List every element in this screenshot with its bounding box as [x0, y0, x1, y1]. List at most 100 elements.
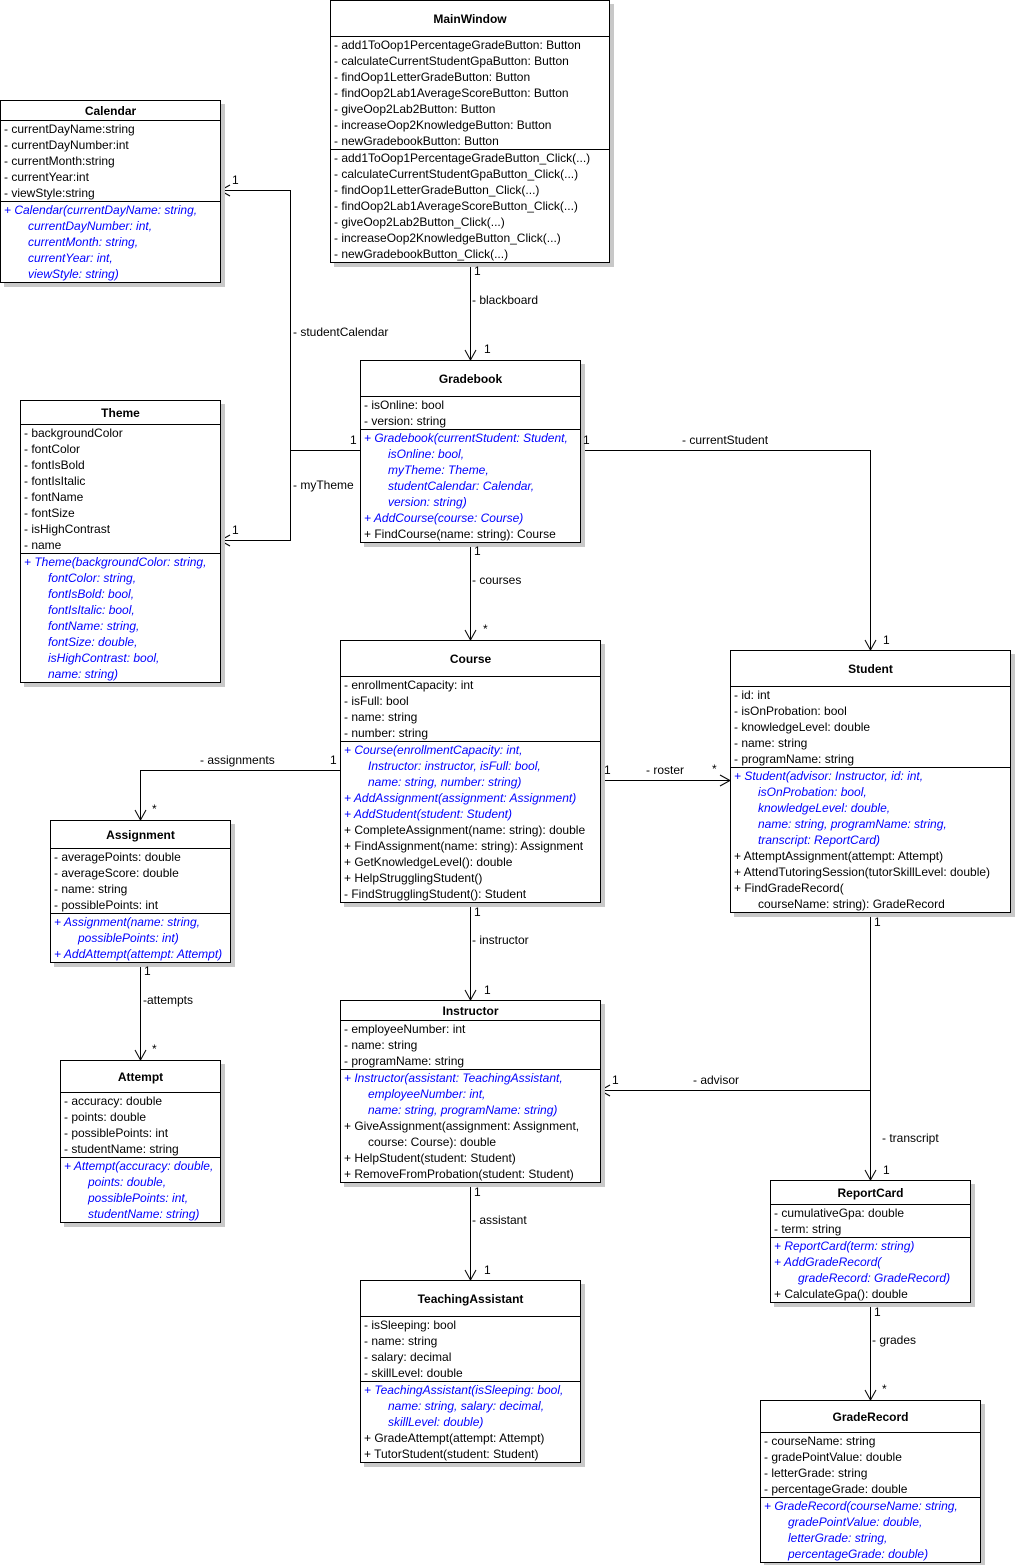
attribute: - name: string: [734, 736, 808, 750]
class-teachingassistant: TeachingAssistant- isSleeping: bool- nam…: [360, 1280, 581, 1463]
attribute: - isSleeping: bool: [364, 1318, 457, 1332]
method: version: string): [388, 495, 467, 509]
method: letterGrade: string,: [788, 1531, 888, 1545]
method: + AddAssignment(assignment: Assignment): [344, 791, 577, 805]
role-label: - courses: [472, 573, 522, 587]
method: + Gradebook(currentStudent: Student,: [364, 431, 568, 445]
method: name: string, number: string): [368, 775, 522, 789]
method: currentYear: int,: [28, 251, 113, 265]
attributes-section: - backgroundColor- fontColor- fontIsBold…: [21, 425, 220, 554]
method: - giveOop2Lab2Button_Click(...): [334, 215, 505, 229]
methods-section: + TeachingAssistant(isSleeping: bool,nam…: [361, 1382, 580, 1462]
method: transcript: ReportCard): [758, 833, 881, 847]
methods-section: + GradeRecord(courseName: string,gradePo…: [761, 1498, 980, 1562]
method: skillLevel: double): [388, 1415, 484, 1429]
attribute: - version: string: [364, 414, 447, 428]
method: fontIsBold: bool,: [48, 587, 135, 601]
attribute: - skillLevel: double: [364, 1366, 463, 1380]
method: fontIsItalic: bool,: [48, 603, 135, 617]
method: - FindStrugglingStudent(): Student: [344, 887, 527, 901]
role-label: - assistant: [472, 1213, 527, 1227]
attribute: - term: string: [774, 1222, 842, 1236]
multiplicity: 1: [612, 1073, 619, 1087]
method: course: Course): double: [368, 1135, 497, 1149]
method: + CompleteAssignment(name: string): doub…: [344, 823, 586, 837]
method: studentName: string): [88, 1207, 200, 1221]
attribute: - id: int: [734, 688, 771, 702]
assoc-transcript: [864, 1090, 877, 1182]
attribute: - studentName: string: [64, 1142, 179, 1156]
attribute: - fontSize: [24, 506, 75, 520]
multiplicity: 1: [474, 1185, 481, 1199]
attribute: - fontColor: [24, 442, 81, 456]
role-label: - myTheme: [293, 478, 354, 492]
method: gradeRecord: GradeRecord): [798, 1271, 951, 1285]
attribute: - isOnline: bool: [364, 398, 445, 412]
multiplicity: 1: [232, 173, 239, 187]
multiplicity: 1: [604, 763, 611, 777]
multiplicity: 1: [474, 264, 481, 278]
multiplicity: 1: [484, 1263, 491, 1277]
attribute: - enrollmentCapacity: int: [344, 678, 474, 692]
method: isOnline: bool,: [388, 447, 465, 461]
attribute: - accuracy: double: [64, 1094, 163, 1108]
attribute: - name: string: [344, 710, 418, 724]
role-label: - blackboard: [472, 293, 539, 307]
attribute: - programName: string: [734, 752, 855, 766]
method: fontName: string,: [48, 619, 140, 633]
attribute: - possiblePoints: int: [64, 1126, 169, 1140]
method: name: string, programName: string,: [758, 817, 947, 831]
multiplicity: 1: [883, 1163, 890, 1177]
attribute: - courseName: string: [764, 1434, 876, 1448]
role-label: - instructor: [472, 933, 529, 947]
class-theme: Theme- backgroundColor- fontColor- fontI…: [20, 400, 221, 683]
method: + HelpStudent(student: Student): [344, 1151, 516, 1165]
method: possiblePoints: int): [78, 931, 179, 945]
attributes-section: - currentDayName:string- currentDayNumbe…: [1, 121, 220, 202]
attribute: - points: double: [64, 1110, 147, 1124]
attribute: - viewStyle:string: [4, 186, 95, 200]
assoc-myTheme: [218, 450, 291, 547]
methods-section: + Theme(backgroundColor: string,fontColo…: [21, 554, 220, 682]
assoc-advisor: [598, 910, 871, 1097]
attributes-section: - isOnline: bool - version: string: [361, 397, 580, 430]
method: + FindAssignment(name: string): Assignme…: [344, 839, 584, 853]
method: + Calendar(currentDayName: string,: [4, 203, 198, 217]
attribute: - calculateCurrentStudentGpaButton: Butt…: [334, 54, 569, 68]
attribute: - percentageGrade: double: [764, 1482, 908, 1496]
multiplicity: 1: [883, 633, 890, 647]
class-name: Gradebook: [361, 361, 580, 397]
attribute: - salary: decimal: [364, 1350, 452, 1364]
method: + GiveAssignment(assignment: Assignment,: [344, 1119, 580, 1133]
method: - newGradebookButton_Click(...): [334, 247, 509, 261]
method: name: string, salary: decimal,: [388, 1399, 545, 1413]
attribute: - employeeNumber: int: [344, 1022, 466, 1036]
multiplicity: 1: [583, 433, 590, 447]
method: gradePointValue: double,: [788, 1515, 923, 1529]
attribute: - knowledgeLevel: double: [734, 720, 871, 734]
method: + FindCourse(name: string): Course: [364, 527, 556, 541]
method: isHighContrast: bool,: [48, 651, 160, 665]
attribute: - isHighContrast: [24, 522, 111, 536]
method: name: string, programName: string): [368, 1103, 558, 1117]
method: myTheme: Theme,: [388, 463, 489, 477]
method: + ReportCard(term: string): [774, 1239, 915, 1253]
class-assignment: Assignment- averagePoints: double- avera…: [50, 820, 231, 963]
attributes-section: - accuracy: double - points: double - poss…: [61, 1093, 220, 1158]
method: + RemoveFromProbation(student: Student): [344, 1167, 574, 1181]
method: + Course(enrollmentCapacity: int,: [344, 743, 523, 757]
attribute: - number: string: [344, 726, 429, 740]
class-name: Instructor: [341, 1001, 600, 1021]
class-name: TeachingAssistant: [361, 1281, 580, 1317]
attribute: - name: string: [344, 1038, 418, 1052]
methods-section: + ReportCard(term: string)+ AddGradeReco…: [771, 1238, 970, 1302]
method: + Instructor(assistant: TeachingAssistan…: [344, 1071, 563, 1085]
methods-section: - add1ToOop1PercentageGradeButton_Click(…: [331, 150, 609, 262]
attribute: - fontName: [24, 490, 84, 504]
multiplicity: 1: [874, 915, 881, 929]
attribute: - currentMonth:string: [4, 154, 115, 168]
class-name: Attempt: [61, 1061, 220, 1093]
attribute: - findOop1LetterGradeButton: Button: [334, 70, 531, 84]
role-label: - advisor: [693, 1073, 740, 1087]
